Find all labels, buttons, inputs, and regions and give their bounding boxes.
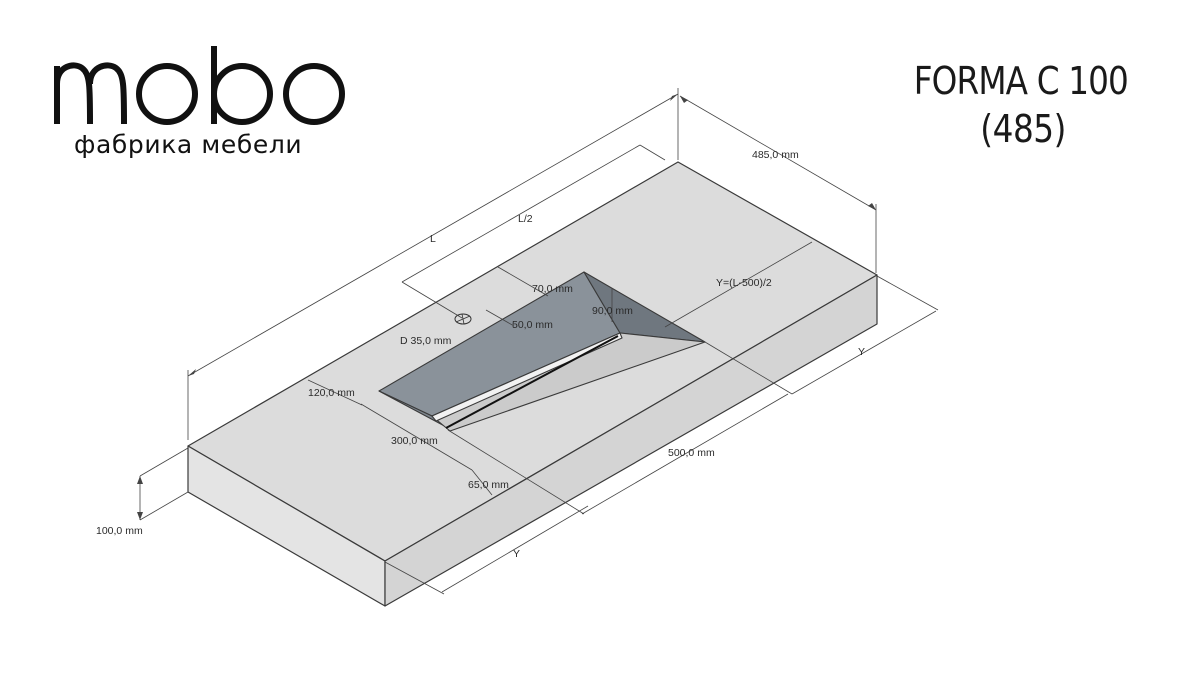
dim-rim-back-label: 70,0 mm: [532, 283, 573, 295]
dim-basin-depth-label: 90,0 mm: [592, 305, 633, 317]
dim-front-rim-label: 120,0 mm: [308, 387, 355, 399]
basin-channel-lip: [431, 332, 623, 422]
product-title-line1: FORMA C 100: [913, 59, 1129, 103]
dim-y-front-label: Y: [513, 548, 520, 560]
product-title-line2: (485): [980, 106, 1066, 151]
dim-depth-label: 485,0 mm: [752, 149, 799, 161]
drain-hole: [454, 313, 472, 325]
dim-offset-formula-label: Y=(L-500)/2: [716, 277, 772, 289]
basin: [378, 271, 706, 432]
dim-length-label: L: [430, 233, 436, 245]
dim-thickness-label: 100,0 mm: [96, 525, 143, 537]
dim-front-gap-label: 65,0 mm: [468, 479, 509, 491]
mobo-logo: [54, 46, 345, 125]
dim-y-right-label: Y: [858, 346, 865, 358]
dimension-lines: [139, 88, 939, 595]
dim-drain-label: D 35,0 mm: [400, 335, 452, 347]
brand-tagline: фабрика мебели: [74, 130, 303, 159]
slab-side-face: [384, 274, 878, 607]
basin-drain-slot: [445, 335, 619, 429]
product-title: FORMA C 100 (485): [808, 58, 1129, 153]
dimension-arrows: [137, 94, 876, 520]
dim-rim-side-label: 50,0 mm: [512, 319, 553, 331]
dimension-labels: L L/2 485,0 mm Y=(L-500)/2 Y 70,0 mm 50,…: [96, 149, 865, 560]
dim-basin-width-label: 300,0 mm: [391, 435, 438, 447]
dim-basin-length-label: 500,0 mm: [668, 447, 715, 459]
dim-half-length-label: L/2: [518, 213, 533, 225]
